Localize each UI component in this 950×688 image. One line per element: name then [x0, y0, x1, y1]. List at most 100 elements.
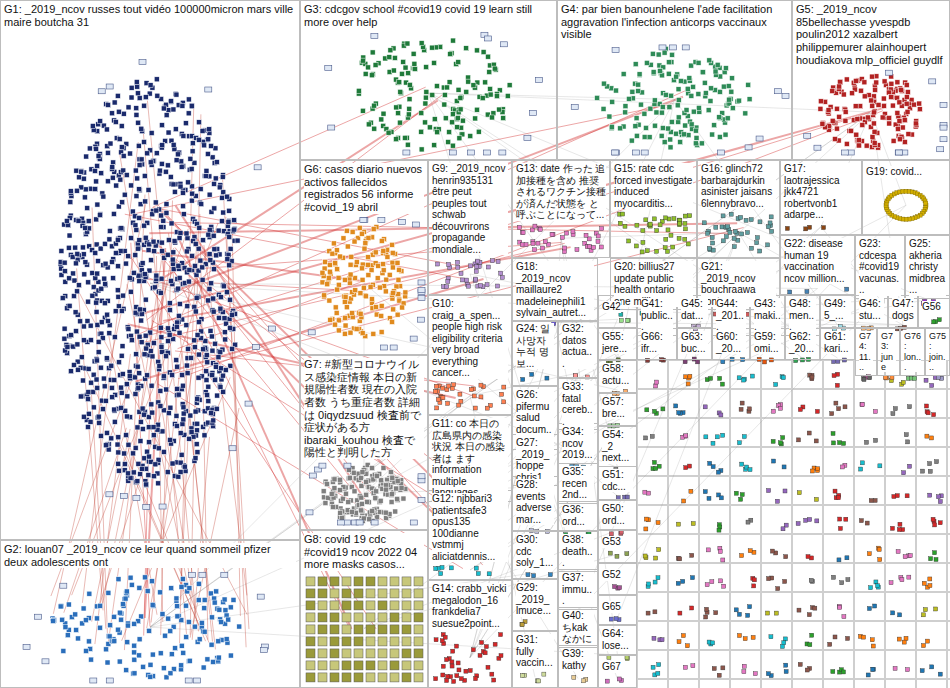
vertex-dot [75, 367, 80, 372]
vertex-dot [717, 89, 722, 94]
small-group-frame [855, 680, 885, 688]
vertex-dot [718, 376, 722, 380]
vertex-dot [177, 302, 182, 307]
vertex-dot [62, 260, 67, 265]
vertex-dot [175, 364, 180, 369]
vertex-dot [124, 414, 129, 419]
vertex-dot [908, 554, 912, 558]
vertex-dot [122, 462, 127, 467]
vertex-dot [117, 137, 122, 142]
vertex-dot [153, 462, 158, 467]
vertex-dot [766, 611, 770, 615]
vertex-dot [165, 326, 170, 331]
vertex-dot [204, 168, 209, 173]
vertex-dot [771, 409, 775, 413]
vertex-dot [751, 635, 755, 639]
vertex-dot [900, 578, 904, 582]
vertex-dot [202, 629, 207, 634]
vertex-dot [167, 308, 172, 313]
vertex-dot [122, 597, 127, 602]
vertex-dot [69, 333, 74, 338]
vertex-dot [100, 407, 105, 412]
vertex-dot [137, 653, 142, 658]
vertex-dot [898, 522, 902, 526]
vertex-dot [450, 112, 455, 117]
vertex-dot [93, 276, 98, 281]
vertex-dot [110, 395, 115, 400]
vertex-dot [769, 635, 773, 639]
vertex-dot [127, 374, 132, 379]
vertex-dot [119, 226, 124, 231]
vertex-dot [86, 390, 91, 395]
vertex-dot [893, 407, 897, 411]
vertex-dot [137, 307, 142, 312]
small-group-frame [762, 390, 792, 418]
vertex-dot [524, 136, 531, 141]
vertex-dot [828, 642, 832, 646]
small-group-frame [824, 680, 854, 688]
vertex-dot [196, 246, 201, 251]
vertex-dot [219, 219, 224, 224]
vertex-dot [419, 111, 424, 116]
vertex-dot [183, 121, 188, 126]
vertex-dot [181, 417, 186, 422]
vertex-dot [227, 208, 232, 213]
vertex-dot [175, 614, 180, 619]
vertex-dot [228, 363, 233, 368]
vertex-dot [227, 234, 232, 239]
vertex-dot [185, 371, 190, 376]
tie-line [92, 429, 130, 622]
vertex-dot [143, 95, 148, 100]
vertex-dot [73, 261, 78, 266]
vertex-dot [158, 590, 163, 595]
vertex-dot [164, 387, 169, 392]
vertex-dot [164, 210, 169, 215]
vertex-dot [797, 491, 801, 495]
small-group-frame [700, 680, 730, 688]
vertex-dot [143, 199, 148, 204]
vertex-dot [840, 581, 844, 585]
vertex-dot [60, 617, 65, 622]
vertex-dot [200, 128, 205, 133]
vertex-dot [739, 407, 743, 411]
vertex-dot [178, 431, 183, 436]
vertex-dot [68, 189, 73, 194]
vertex-dot [455, 115, 460, 120]
vertex-dot [166, 108, 171, 113]
vertex-dot [168, 671, 173, 676]
vertex-dot [119, 308, 124, 313]
small-group-frame [824, 361, 854, 389]
vertex-dot [178, 184, 183, 189]
vertex-dot [370, 50, 375, 55]
vertex-dot [151, 341, 156, 346]
vertex-dot [151, 603, 156, 608]
vertex-dot [142, 575, 147, 580]
vertex-dot [106, 590, 111, 595]
vertex-dot [82, 195, 87, 200]
vertex-dot [178, 231, 183, 236]
vertex-dot [466, 79, 471, 84]
vertex-dot [213, 377, 218, 382]
vertex-dot [97, 213, 102, 218]
vertex-dot [135, 364, 140, 369]
vertex-dot [132, 650, 137, 655]
vertex-dot [637, 72, 642, 77]
vertex-dot [831, 670, 835, 674]
vertex-dot [180, 576, 185, 581]
small-group-frame [700, 448, 730, 476]
vertex-dot [814, 497, 818, 501]
vertex-dot [859, 519, 863, 523]
vertex-dot [137, 187, 142, 192]
vertex-dot [723, 66, 728, 71]
small-group-frame [638, 361, 668, 389]
vertex-dot [651, 70, 656, 75]
vertex-dot [806, 555, 810, 559]
small-group-frame [917, 564, 947, 592]
vertex-dot [189, 103, 194, 108]
vertex-dot [779, 406, 783, 410]
vertex-dot [104, 127, 109, 132]
vertex-dot [108, 141, 113, 146]
vertex-dot [166, 339, 171, 344]
vertex-dot [109, 436, 114, 441]
vertex-dot [93, 250, 98, 255]
